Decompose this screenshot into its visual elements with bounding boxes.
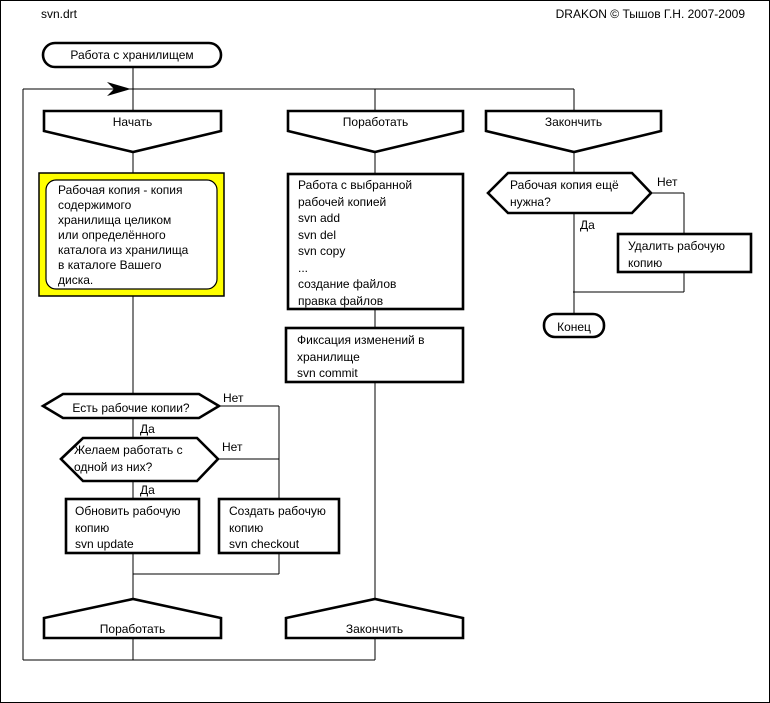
branch-start-label: Начать <box>112 115 153 129</box>
delete-box-text: Удалить рабочую копию <box>628 239 726 270</box>
connector-lines <box>22 66 685 661</box>
action-box-work-shape[interactable] <box>286 172 465 311</box>
comment-inner-shape <box>45 179 218 290</box>
question-still-needed-shape[interactable] <box>486 171 653 215</box>
commit-box-text: Фиксация изменений в хранилище svn commi… <box>297 333 425 380</box>
no-label-have-copies: Нет <box>223 391 244 405</box>
address-finish-label: Закончить <box>345 622 404 636</box>
update-box-text: Обновить рабочую копию svn update <box>75 504 181 551</box>
credit-label: DRAKON © Тышов Г.Н. 2007-2009 <box>555 7 745 21</box>
end-terminator-shape[interactable] <box>542 312 606 339</box>
comment-text: Рабочая копия - копия содержимого хранил… <box>58 183 189 287</box>
address-work-shape[interactable] <box>42 597 223 640</box>
end-terminator-label: Конец <box>557 320 591 334</box>
question-have-copies-text: Есть рабочие копии? <box>72 401 190 415</box>
branch-header-finish-shape[interactable] <box>484 109 663 154</box>
action-box-checkout-shape[interactable] <box>217 497 341 555</box>
question-still-needed-text: Рабочая копия ещё нужна? <box>510 178 619 209</box>
branch-work-label: Поработать <box>342 115 409 129</box>
yes-label-want-work: Да <box>140 483 155 497</box>
diagram-title-label: Работа с хранилищем <box>70 48 194 62</box>
action-box-update-shape[interactable] <box>64 497 201 555</box>
branch-finish-label: Закончить <box>544 115 603 129</box>
no-label-still-needed: Нет <box>657 175 678 189</box>
file-name-label: svn.drt <box>41 7 78 21</box>
branch-header-work-shape[interactable] <box>286 109 465 154</box>
work-box-text: Работа с выбранной рабочей копией svn ad… <box>298 178 413 308</box>
yes-label-still-needed: Да <box>580 218 595 232</box>
action-box-commit-shape[interactable] <box>284 326 465 384</box>
checkout-box-text: Создать рабочую копию svn checkout <box>229 504 326 551</box>
branch-header-start-shape[interactable] <box>42 109 223 154</box>
address-work-label: Поработать <box>99 622 166 636</box>
question-have-copies-shape[interactable] <box>40 392 222 420</box>
question-want-work-shape[interactable] <box>59 436 220 483</box>
address-finish-shape[interactable] <box>284 597 465 640</box>
action-box-delete-shape[interactable] <box>616 232 753 274</box>
no-label-want-work: Нет <box>222 440 243 454</box>
start-terminator-shape[interactable] <box>41 41 223 69</box>
yes-label-have-copies: Да <box>140 422 155 436</box>
flow-arrow-icon <box>107 82 131 96</box>
question-want-work-text: Желаем работать с одной из них? <box>74 443 183 474</box>
